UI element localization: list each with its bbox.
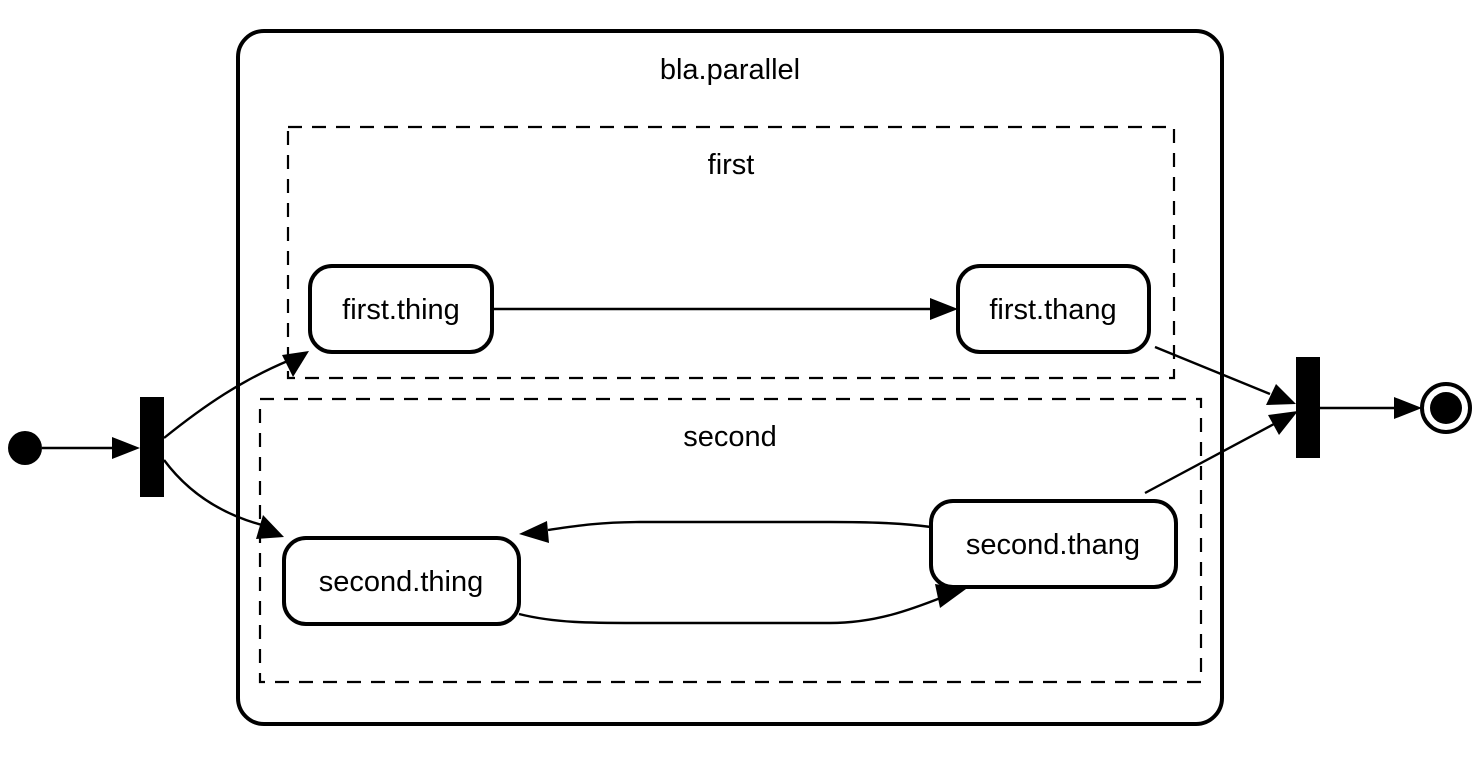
transition-initial-to-fork [42,437,140,459]
composite-state-bla-parallel: bla.parallel [236,29,1224,726]
transition-first-thing-to-first-thang [493,298,958,320]
initial-pseudostate [8,431,42,465]
state-label: first.thang [989,294,1116,326]
region-second: second [258,397,1203,684]
join-bar [1296,357,1320,458]
state-first-thing: first.thing [308,264,494,354]
transition-fork-to-first-thing [163,351,309,439]
region-second-label: second [683,421,777,453]
transition-second-thang-to-join [1144,411,1298,495]
fork-bar [140,397,164,497]
state-label: first.thing [342,294,460,326]
transition-join-to-final [1320,397,1422,419]
final-state [1420,382,1472,434]
transition-second-thing-to-second-thang [518,584,966,625]
state-second-thang: second.thang [929,499,1178,589]
transition-fork-to-second-thing [163,459,284,539]
state-second-thing: second.thing [282,536,521,626]
state-label: second.thing [319,566,483,598]
region-first: first [286,125,1176,380]
region-first-label: first [708,149,755,181]
transition-first-thang-to-join [1154,345,1296,405]
composite-state-label: bla.parallel [660,54,800,86]
transitions [42,298,1422,625]
transition-second-thang-to-second-thing [519,520,932,543]
state-first-thang: first.thang [956,264,1151,354]
state-label: second.thang [966,529,1140,561]
